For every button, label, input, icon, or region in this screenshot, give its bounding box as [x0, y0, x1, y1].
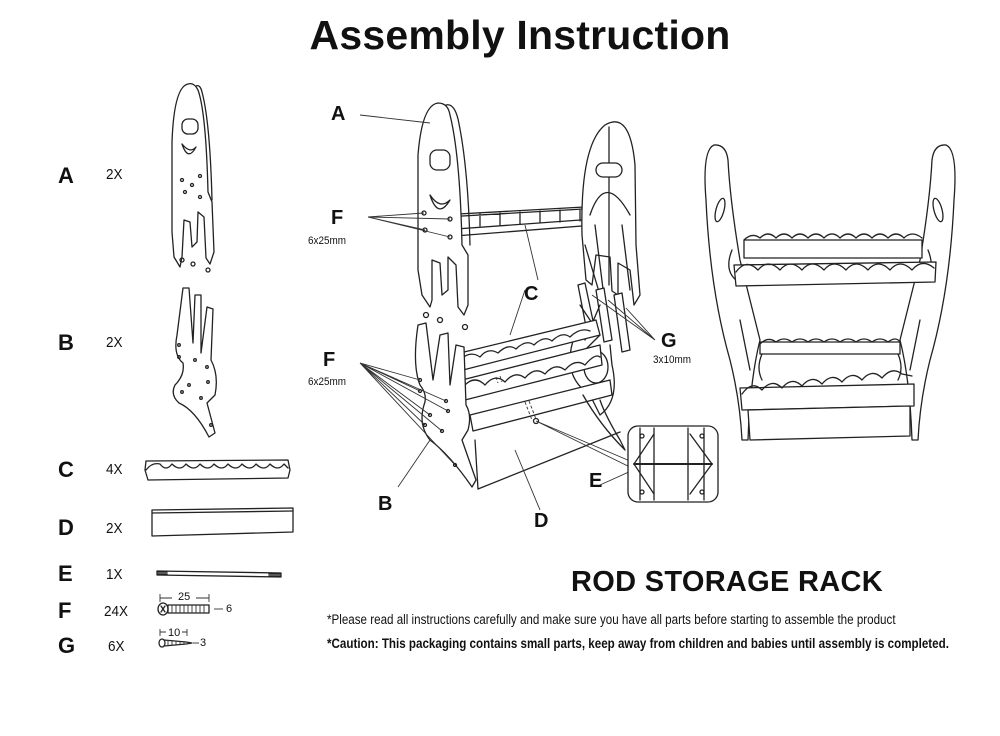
part-e-qty: 1X — [106, 566, 123, 583]
callout-g-spec: 3x10mm — [653, 354, 691, 366]
part-a-qty: 2X — [106, 166, 123, 183]
rod-holder-bar-c-icon — [144, 459, 291, 481]
part-e-letter: E — [58, 561, 73, 586]
note-caution: *Caution: This packaging contains small … — [327, 636, 949, 651]
part-g-qty: 6X — [108, 638, 125, 655]
callout-g: G — [661, 330, 677, 352]
bolt-f-length: 25 — [178, 591, 191, 603]
part-f-letter: F — [58, 598, 72, 623]
note-read-instructions: *Please read all instructions carefully … — [327, 612, 896, 627]
part-d-letter: D — [58, 515, 74, 540]
bolt-f-icon — [157, 594, 223, 616]
screw-g-diameter: 3 — [200, 637, 207, 649]
callout-c: C — [524, 283, 539, 305]
part-c-letter: C — [58, 457, 74, 482]
exploded-assembly-drawing — [359, 102, 656, 511]
side-panel-a-icon — [171, 82, 215, 273]
part-a-letter: A — [58, 163, 74, 188]
callout-d: D — [534, 510, 549, 532]
base-plank-d-icon — [151, 507, 294, 537]
part-f-qty: 24X — [104, 603, 129, 620]
callout-f-bottom-spec: 6x25mm — [308, 376, 346, 388]
bolt-f-diameter: 6 — [226, 603, 233, 615]
page-title: Assembly Instruction — [309, 12, 731, 58]
screw-g-length: 10 — [168, 627, 181, 639]
callout-b: B — [378, 493, 393, 515]
leg-panel-b-icon — [172, 287, 217, 438]
callout-e: E — [589, 470, 603, 492]
screw-g-icon — [158, 629, 199, 648]
callout-f-top-spec: 6x25mm — [308, 235, 346, 247]
part-c-qty: 4X — [106, 461, 123, 478]
connecting-rod-e-icon — [156, 570, 282, 578]
callout-f-top: F — [331, 207, 344, 229]
leg-panel-b-left — [414, 322, 477, 488]
part-d-qty: 2X — [106, 520, 123, 537]
part-b-letter: B — [58, 330, 74, 355]
assembled-rack-drawing — [704, 144, 956, 441]
callout-a: A — [331, 103, 346, 125]
detail-inset-e — [627, 425, 719, 503]
part-b-qty: 2X — [106, 334, 123, 351]
part-g-letter: G — [58, 633, 76, 658]
product-name: ROD STORAGE RACK — [571, 566, 884, 598]
callout-f-bottom: F — [323, 349, 336, 371]
